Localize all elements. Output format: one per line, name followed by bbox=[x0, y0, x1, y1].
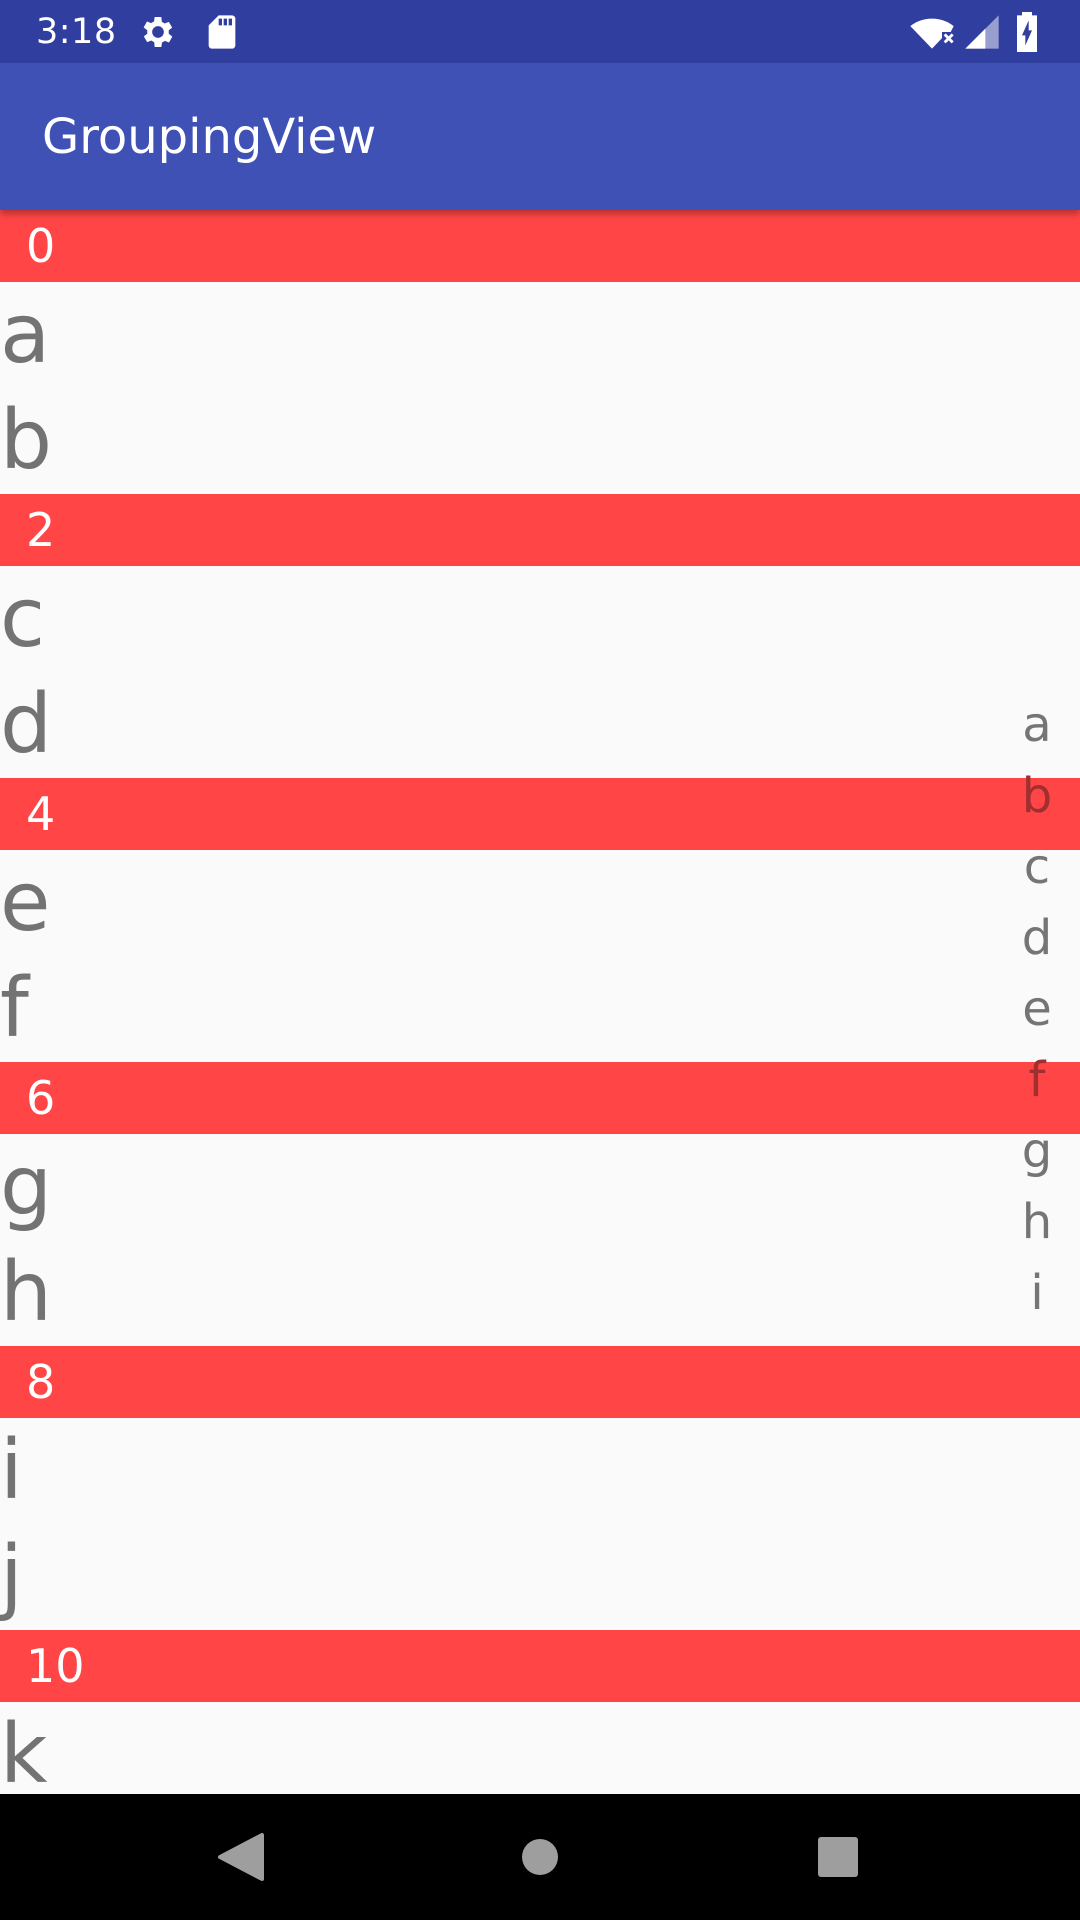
app-title: GroupingView bbox=[42, 109, 377, 165]
group-4: 4 e f bbox=[0, 778, 1080, 1062]
index-letter-c[interactable]: c bbox=[1023, 839, 1051, 895]
index-letter-d[interactable]: d bbox=[1021, 910, 1053, 966]
group-header: 6 bbox=[0, 1062, 1080, 1134]
group-8: 8 i j bbox=[0, 1346, 1080, 1630]
group-header: 2 bbox=[0, 494, 1080, 566]
back-icon[interactable] bbox=[200, 1821, 280, 1893]
index-letter-f[interactable]: f bbox=[1028, 1052, 1046, 1108]
index-letter-a[interactable]: a bbox=[1022, 697, 1052, 753]
group-header: 8 bbox=[0, 1346, 1080, 1418]
list-item[interactable]: d bbox=[0, 677, 53, 772]
index-letter-g[interactable]: g bbox=[1021, 1123, 1053, 1179]
group-10: 10 k bbox=[0, 1630, 1080, 1794]
recents-icon[interactable] bbox=[798, 1821, 878, 1893]
alphabet-index-bar[interactable]: a b c d e f g h i bbox=[1012, 690, 1062, 1329]
navigation-bar bbox=[0, 1794, 1080, 1920]
index-letter-h[interactable]: h bbox=[1021, 1194, 1053, 1250]
sd-card-icon bbox=[202, 12, 242, 52]
index-letter-e[interactable]: e bbox=[1022, 981, 1052, 1037]
list-item[interactable]: c bbox=[0, 571, 46, 666]
group-0: 0 a b bbox=[0, 210, 1080, 494]
list-item[interactable]: i bbox=[0, 1423, 23, 1518]
list-item[interactable]: j bbox=[0, 1529, 23, 1624]
cell-signal-icon bbox=[962, 12, 1002, 52]
status-time: 3:18 bbox=[36, 12, 117, 52]
group-header: 4 bbox=[0, 778, 1080, 850]
grouped-list[interactable]: 0 a b 2 c d 4 e f 6 g h 8 i j 10 k bbox=[0, 210, 1080, 1794]
battery-charging-icon bbox=[1012, 12, 1042, 52]
list-item[interactable]: e bbox=[0, 855, 51, 950]
list-item[interactable]: g bbox=[0, 1139, 53, 1234]
list-item[interactable]: k bbox=[0, 1707, 48, 1794]
group-header: 10 bbox=[0, 1630, 1080, 1702]
list-item[interactable]: b bbox=[0, 393, 53, 488]
wifi-off-icon bbox=[908, 12, 956, 52]
home-icon[interactable] bbox=[500, 1821, 580, 1893]
list-item[interactable]: h bbox=[0, 1245, 52, 1340]
list-item[interactable]: a bbox=[0, 287, 51, 382]
list-item[interactable]: f bbox=[0, 961, 29, 1056]
status-bar: 3:18 bbox=[0, 0, 1080, 63]
index-letter-b[interactable]: b bbox=[1021, 768, 1053, 824]
index-letter-i[interactable]: i bbox=[1030, 1265, 1044, 1321]
group-2: 2 c d bbox=[0, 494, 1080, 778]
gear-icon bbox=[138, 12, 178, 52]
group-6: 6 g h bbox=[0, 1062, 1080, 1346]
app-bar: GroupingView bbox=[0, 63, 1080, 210]
group-header: 0 bbox=[0, 210, 1080, 282]
